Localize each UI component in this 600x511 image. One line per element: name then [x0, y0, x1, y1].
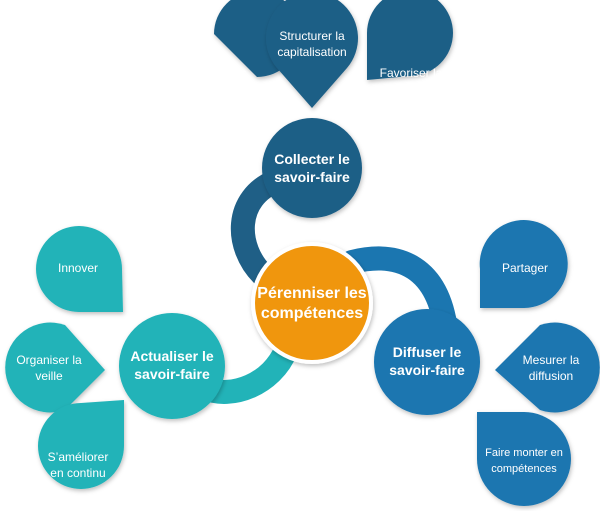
- leaf-faire-monter-line1: Faire monter en: [485, 447, 563, 459]
- leaf-mobiliser-line1: Mobiliser les: [180, 66, 247, 80]
- hub-update: [119, 313, 225, 419]
- leaf-structurer-line1: Structurer la: [279, 29, 345, 43]
- connector-collect: [230, 168, 290, 286]
- leaf-favoriser-line1: Favoriser la: [380, 66, 443, 80]
- hub-share: [374, 309, 480, 415]
- leaf-innover: [36, 226, 123, 312]
- leaf-organiser-veille: [5, 322, 106, 413]
- leaf-ameliorer-continu: [38, 400, 124, 489]
- leaf-favoriser-decouverte: [367, 0, 453, 80]
- leaf-partager: [479, 220, 568, 308]
- hub-update-line2: savoir-faire: [134, 366, 210, 382]
- leaf-partager-line1: Partager: [502, 261, 548, 275]
- hub-collect-line1: Collecter le: [274, 151, 350, 167]
- connector-share: [340, 246, 458, 342]
- leaf-faire-monter: [477, 412, 571, 506]
- hub-update-line1: Actualiser le: [130, 348, 213, 364]
- hub-collect: [262, 118, 362, 218]
- center-label-line1: Pérenniser les: [257, 285, 367, 302]
- leaf-innover-line1: Innover: [58, 261, 98, 275]
- hub-share-line2: savoir-faire: [389, 362, 465, 378]
- leaf-ameliorer-line2: en continu: [50, 466, 105, 480]
- center-label-line2: compétences: [261, 305, 363, 322]
- leaf-structurer-capitalisation: [266, 0, 358, 108]
- hub-collect-line2: savoir-faire: [274, 169, 350, 185]
- leaf-ameliorer-line1: S’améliorer: [48, 450, 109, 464]
- leaf-favoriser-line2: découverte: [381, 82, 441, 96]
- leaf-mobiliser-line2: sachants: [189, 82, 237, 96]
- leaf-faire-monter-line2: compétences: [491, 463, 557, 475]
- leaf-mesurer-diffusion: [495, 322, 600, 413]
- leaf-mesurer-line2: diffusion: [529, 369, 573, 383]
- center-node: [251, 242, 373, 364]
- leaf-organiser-line1: Organiser la: [16, 353, 82, 367]
- leaf-mesurer-line1: Mesurer la: [523, 353, 580, 367]
- hub-share-line1: Diffuser le: [393, 344, 462, 360]
- leaf-organiser-line2: veille: [35, 369, 63, 383]
- leaf-structurer-line2: capitalisation: [277, 45, 346, 59]
